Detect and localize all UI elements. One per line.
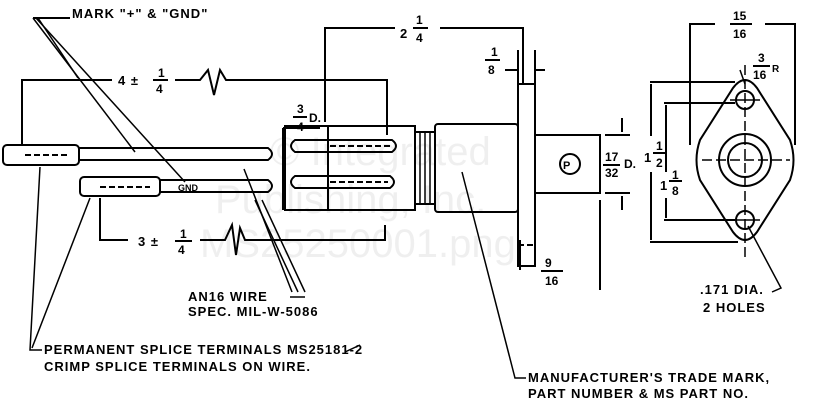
svg-text:9: 9 — [545, 256, 552, 270]
svg-text:32: 32 — [605, 166, 619, 180]
svg-text:1: 1 — [660, 178, 668, 193]
dim-flange-position: 9 16 — [519, 200, 601, 290]
mark-leaders — [32, 17, 186, 183]
mfr-note-2: PART NUMBER & MS PART NO. — [528, 386, 749, 401]
svg-text:16: 16 — [733, 27, 747, 41]
svg-text:3 ±: 3 ± — [138, 234, 159, 249]
svg-text:1: 1 — [672, 168, 679, 182]
splice-leaders — [29, 166, 361, 353]
svg-text:P: P — [563, 160, 570, 172]
dim-flange-thickness: 1 8 — [485, 45, 545, 84]
wire-note-1: AN16 WIRE — [188, 289, 268, 304]
svg-text:16: 16 — [545, 274, 559, 288]
dim-hole-spacing: 1 1 8 — [660, 102, 735, 221]
svg-text:R: R — [772, 64, 780, 75]
mfr-note-1: MANUFACTURER'S TRADE MARK, — [528, 370, 770, 385]
svg-text:4: 4 — [156, 82, 163, 96]
wire-note-2: SPEC. MIL-W-5086 — [188, 304, 319, 319]
dim-stub-diameter: 17 32 D. — [603, 118, 636, 210]
svg-text:1: 1 — [644, 150, 652, 165]
dim-flange-width: 15 16 — [689, 9, 796, 145]
svg-text:15: 15 — [733, 9, 747, 23]
watermark: © Integrated Publishing, Inc. MS25250001… — [200, 130, 516, 266]
svg-text:3: 3 — [758, 51, 765, 65]
svg-text:4: 4 — [416, 31, 423, 45]
dim-wire-long: 4 ± 1 4 — [21, 66, 388, 145]
dim-overall-length: 2 1 4 — [324, 13, 524, 122]
upper-terminal-wire — [2, 144, 273, 166]
dim-wire-short: 3 ± 1 4 — [99, 198, 386, 257]
svg-text:D.: D. — [624, 157, 636, 171]
splice-note-1: PERMANENT SPLICE TERMINALS MS25181-2 — [44, 342, 363, 357]
svg-text:2: 2 — [400, 26, 408, 41]
svg-text:D.: D. — [309, 111, 321, 125]
watermark-line2: Publishing, Inc. — [215, 178, 486, 222]
lower-terminal-wire: GND — [79, 176, 273, 197]
dim-flange-height: 1 1 2 — [644, 81, 738, 243]
wire-leaders — [243, 168, 306, 293]
svg-text:3: 3 — [297, 102, 304, 116]
svg-text:4 ±: 4 ± — [118, 73, 139, 88]
mark-label: MARK "+" & "GND" — [72, 6, 208, 21]
svg-text:8: 8 — [488, 63, 495, 77]
gnd-tag: GND — [178, 183, 199, 193]
svg-text:2: 2 — [656, 156, 663, 170]
holes-leader — [747, 225, 783, 293]
svg-text:8: 8 — [672, 184, 679, 198]
svg-text:17: 17 — [605, 150, 619, 164]
svg-text:4: 4 — [178, 243, 185, 257]
dim-body-diameter: 3 4 D. — [282, 102, 321, 210]
svg-text:1: 1 — [491, 45, 498, 59]
holes-note-1: .171 DIA. — [700, 282, 764, 297]
svg-text:1: 1 — [416, 13, 423, 27]
connector-body: P — [284, 83, 601, 267]
svg-text:1: 1 — [158, 66, 165, 80]
mfr-leader — [461, 171, 526, 379]
holes-note-2: 2 HOLES — [703, 300, 766, 315]
svg-text:16: 16 — [753, 68, 767, 82]
flange-end-view — [695, 65, 795, 258]
svg-text:1: 1 — [180, 227, 187, 241]
splice-note-2: CRIMP SPLICE TERMINALS ON WIRE. — [44, 359, 311, 374]
watermark-line3: MS25250001.png — [200, 222, 516, 266]
svg-text:1: 1 — [656, 139, 663, 153]
dim-radius: 3 16 R — [739, 51, 780, 85]
